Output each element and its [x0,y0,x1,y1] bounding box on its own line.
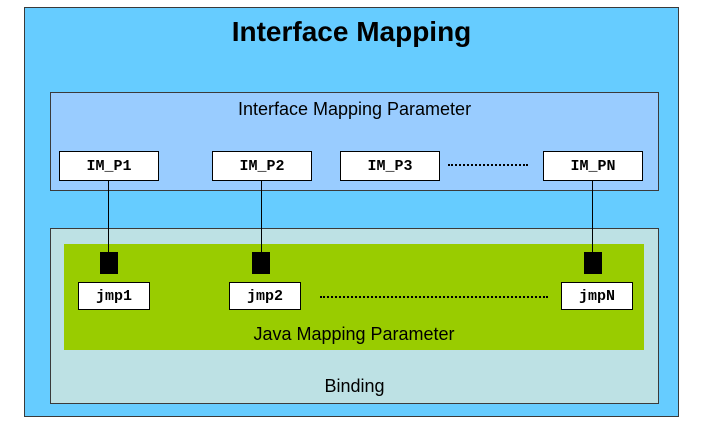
connector-square-2 [252,252,270,274]
connector-square-n [584,252,602,274]
java-param-node-1: jmp1 [78,282,150,310]
im-ellipsis-dots [448,164,528,166]
connector-line-p1 [108,181,109,252]
jmp-ellipsis-dots [320,296,548,298]
java-mapping-parameter-label: Java Mapping Parameter [253,324,455,344]
im-param-node-2: IM_P2 [212,151,312,181]
connector-line-p2 [261,181,262,252]
binding-label: Binding [324,376,385,396]
connector-square-1 [100,252,118,274]
java-param-node-n: jmpN [561,282,633,310]
connector-line-pn [592,181,593,252]
im-param-node-1: IM_P1 [59,151,159,181]
java-param-node-2: jmp2 [229,282,301,310]
diagram-title: Interface Mapping [231,16,472,47]
im-param-node-n: IM_PN [543,151,643,181]
interface-mapping-parameter-label: Interface Mapping Parameter [237,99,472,119]
im-param-node-3: IM_P3 [340,151,440,181]
